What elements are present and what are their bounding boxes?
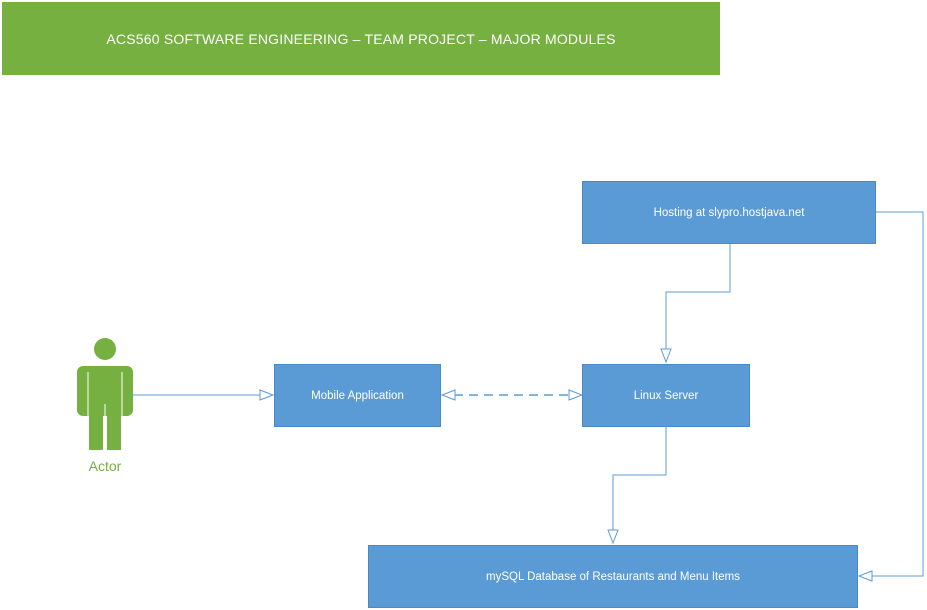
database-node-label: mySQL Database of Restaurants and Menu I… [486, 570, 740, 583]
diagram-title: ACS560 SOFTWARE ENGINEERING – TEAM PROJE… [106, 30, 616, 47]
actor-torso [77, 366, 133, 416]
hosting-node: Hosting at slypro.hostjava.net [582, 181, 876, 244]
actor-left-leg [89, 412, 103, 450]
actor-figure-lines [87, 372, 123, 450]
actor-right-leg [107, 412, 121, 450]
connector-linux-to-database [607, 427, 667, 545]
connector-hosting-to-database [857, 211, 924, 582]
connector-actor-to-mobile [133, 389, 275, 401]
hosting-node-label: Hosting at slypro.hostjava.net [653, 206, 805, 219]
linux-server-node: Linux Server [582, 364, 750, 427]
actor-head [94, 338, 116, 360]
title-banner: ACS560 SOFTWARE ENGINEERING – TEAM PROJE… [2, 2, 720, 75]
actor-figure [77, 338, 133, 450]
linux-server-node-label: Linux Server [633, 389, 699, 402]
mobile-application-node-label: Mobile Application [311, 389, 404, 402]
connector-hosting-to-linux [660, 244, 731, 364]
mobile-application-node: Mobile Application [274, 364, 441, 427]
database-node: mySQL Database of Restaurants and Menu I… [368, 545, 858, 608]
actor-label: Actor [88, 458, 122, 474]
connector-mobile-linux [440, 389, 584, 401]
